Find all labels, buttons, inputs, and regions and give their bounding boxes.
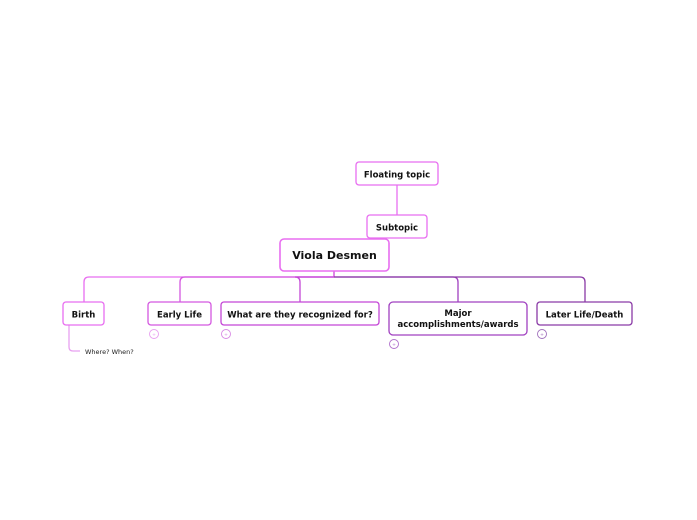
connectors [68,185,586,352]
topic-early-life[interactable]: Early Life [147,301,212,326]
connector-branch-early-life [179,276,334,302]
svg-text:+: + [224,332,228,338]
subtopic[interactable]: Subtopic [366,214,428,239]
topic-later-life-death-label: Later Life/Death [546,311,624,321]
connector-branch-later-life [334,276,586,302]
floating-topic-label: Floating topic [364,171,430,181]
topic-recognized-for[interactable]: What are they recognized for? [220,301,380,326]
collapse-circle-icon[interactable]: + [537,329,547,339]
topic-accomplishments-label-line1: Major [444,309,472,319]
connector-branch-recognized [294,276,334,302]
central-topic-label: Viola Desmen [292,249,377,262]
collapse-circle-icon[interactable]: + [389,339,399,349]
topic-birth-label: Birth [72,311,96,321]
topic-birth[interactable]: Birth [62,301,105,326]
connector-birth-note [68,325,80,352]
birth-note: Where? When? [85,348,134,356]
collapse-circle-icon[interactable]: + [149,329,159,339]
central-topic[interactable]: Viola Desmen [279,238,390,272]
svg-text:+: + [152,332,156,338]
collapse-circle-icon[interactable]: + [221,329,231,339]
subtopic-label: Subtopic [376,224,418,234]
topic-accomplishments-label-line2: accomplishments/awards [397,320,518,330]
floating-topic[interactable]: Floating topic [355,161,439,186]
svg-text:+: + [540,332,544,338]
connector-branch-birth [83,276,334,302]
svg-text:+: + [392,342,396,348]
topic-accomplishments[interactable]: Major accomplishments/awards [388,301,528,336]
topic-later-life-death[interactable]: Later Life/Death [536,301,633,326]
connector-branch-accomplishments [334,276,459,302]
topic-early-life-label: Early Life [157,311,202,321]
topic-recognized-for-label: What are they recognized for? [227,311,373,321]
